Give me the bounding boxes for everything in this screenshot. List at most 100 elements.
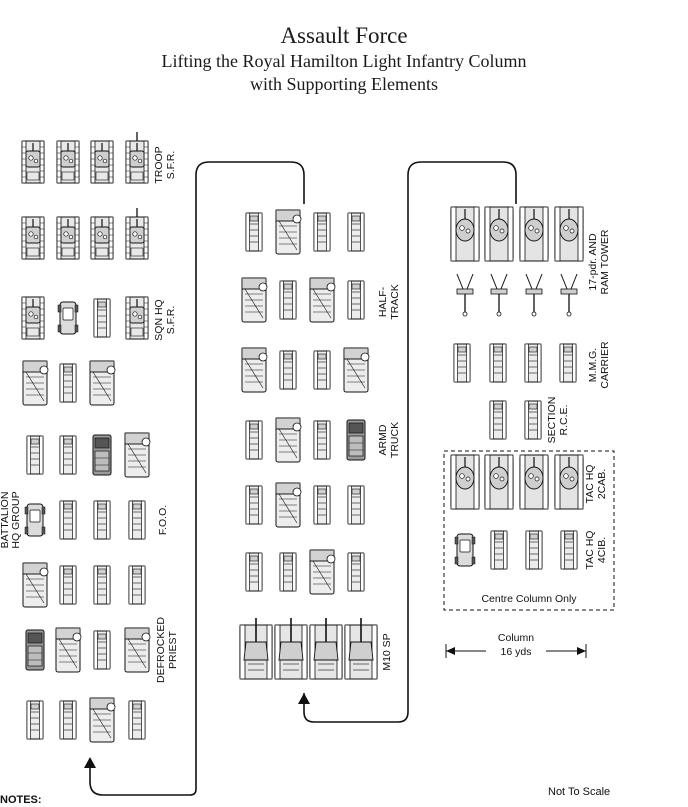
carrier bbox=[59, 500, 77, 540]
label-section-1: SECTION bbox=[546, 397, 558, 444]
tank bbox=[126, 208, 148, 259]
carrier bbox=[128, 700, 146, 740]
label-halftrack-2: TRACK bbox=[389, 284, 401, 320]
tank bbox=[126, 132, 148, 183]
column-flow-path bbox=[89, 161, 517, 796]
c2-row-3 bbox=[241, 347, 370, 393]
mmg-carrier bbox=[489, 343, 507, 383]
rear-row bbox=[26, 697, 146, 743]
label-17pdr-2: RAM TOWER bbox=[599, 229, 611, 294]
label-tac4-2: 4CIB. bbox=[596, 537, 608, 563]
arrowhead-icon bbox=[298, 693, 310, 704]
carrier bbox=[347, 212, 365, 252]
label-battalion-2: HQ GROUP bbox=[10, 491, 22, 548]
section-rce-row bbox=[489, 400, 542, 440]
carrier bbox=[93, 500, 111, 540]
priest-row bbox=[25, 627, 151, 673]
armoured-truck bbox=[346, 419, 366, 461]
mmg-carrier bbox=[453, 343, 471, 383]
c2-row-6 bbox=[245, 549, 365, 595]
carrier bbox=[525, 530, 543, 570]
carrier bbox=[313, 350, 331, 390]
half-track bbox=[55, 627, 82, 673]
carrier bbox=[313, 485, 331, 525]
tank bbox=[21, 216, 45, 260]
carrier bbox=[279, 552, 297, 592]
anti-tank-gun bbox=[525, 273, 543, 317]
scale-label-1: Column bbox=[498, 632, 534, 644]
m10-tank-destroyer bbox=[239, 617, 273, 680]
half-track bbox=[309, 277, 336, 323]
anti-tank-gun bbox=[490, 273, 508, 317]
label-foo: F.O.O. bbox=[157, 505, 169, 535]
tac-hq-tank bbox=[450, 454, 480, 510]
carrier bbox=[313, 420, 331, 460]
half-track bbox=[22, 360, 49, 406]
carrier bbox=[245, 420, 263, 460]
tank bbox=[21, 296, 45, 340]
scale-label-2: 16 yds bbox=[501, 646, 532, 658]
carrier bbox=[347, 280, 365, 320]
c2-row-5 bbox=[245, 482, 365, 528]
half-track bbox=[89, 360, 116, 406]
carrier bbox=[93, 565, 111, 605]
armoured-truck bbox=[92, 434, 112, 476]
battalion-hq-row-2 bbox=[26, 432, 151, 478]
c2-row-4 bbox=[245, 417, 366, 463]
column-3: Centre Column Only bbox=[443, 206, 615, 611]
half-track bbox=[22, 562, 49, 608]
anti-tank-gun bbox=[456, 273, 474, 317]
seventeen-pdr-row bbox=[456, 273, 578, 317]
carrier bbox=[59, 363, 77, 403]
c2-row-2 bbox=[241, 277, 365, 323]
label-armd-truck-2: TRUCK bbox=[389, 422, 401, 458]
tank bbox=[90, 216, 114, 260]
scout-car bbox=[57, 301, 79, 335]
carrier bbox=[93, 630, 111, 670]
label-17pdr-1: 17-pdr. AND bbox=[587, 233, 599, 291]
ram-tower-row bbox=[450, 206, 584, 262]
tank bbox=[56, 140, 80, 184]
carrier bbox=[26, 700, 44, 740]
carrier bbox=[347, 485, 365, 525]
half-track bbox=[275, 417, 302, 463]
main-title: Assault Force bbox=[280, 23, 408, 48]
ram-tower-tank bbox=[554, 206, 584, 262]
arrowhead-icon bbox=[577, 647, 586, 655]
subtitle-line-1: Lifting the Royal Hamilton Light Infantr… bbox=[161, 51, 527, 71]
battalion-hq-row-4 bbox=[22, 562, 146, 608]
carrier bbox=[59, 565, 77, 605]
label-armd-truck-1: ARMD bbox=[377, 424, 389, 455]
half-track bbox=[241, 347, 268, 393]
ram-tower-tank bbox=[519, 206, 549, 262]
arrowhead-icon bbox=[84, 757, 96, 768]
c2-row-1 bbox=[245, 209, 365, 255]
notes-heading: NOTES: bbox=[0, 794, 42, 806]
carrier bbox=[524, 400, 542, 440]
column-2 bbox=[239, 209, 378, 680]
ram-tower-tank bbox=[450, 206, 480, 262]
carrier bbox=[560, 530, 578, 570]
carrier bbox=[313, 212, 331, 252]
mmg-carrier bbox=[559, 343, 577, 383]
label-troop-2: S.F.R. bbox=[165, 151, 177, 180]
carrier bbox=[26, 435, 44, 475]
label-troop-1: TROOP bbox=[153, 146, 165, 183]
half-track bbox=[124, 627, 151, 673]
label-m10: M10 SP bbox=[381, 633, 393, 670]
ram-tower-tank bbox=[484, 206, 514, 262]
label-sqn-hq-2: S.F.R. bbox=[165, 306, 177, 335]
carrier bbox=[245, 552, 263, 592]
battalion-hq-row-3 bbox=[24, 500, 146, 540]
carrier bbox=[489, 400, 507, 440]
label-section-2: R.C.E. bbox=[558, 405, 570, 436]
carrier bbox=[128, 500, 146, 540]
label-tac2-1: TAC HQ bbox=[584, 465, 596, 504]
column-1 bbox=[21, 132, 151, 743]
tank bbox=[125, 296, 149, 340]
centre-column-box: Centre Column Only bbox=[443, 450, 615, 611]
anti-tank-gun bbox=[560, 273, 578, 317]
half-track bbox=[124, 432, 151, 478]
label-priest-1: DEFROCKED bbox=[155, 617, 167, 683]
